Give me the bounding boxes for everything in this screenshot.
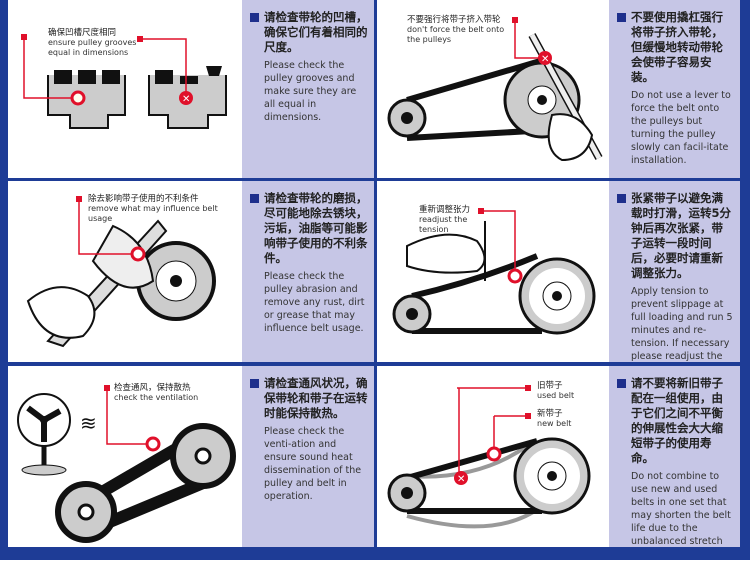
callout-en: don't force the belt onto the pulleys	[407, 25, 505, 44]
info-panel: 不要使用撬杠强行将带子挤入带轮，但缓慢地转动带轮会使带子容易安装。Do not …	[609, 0, 740, 178]
callout-en: check the ventilation	[114, 393, 199, 402]
lever-illustration: ✕	[387, 17, 603, 162]
info-panel: 请不要将新旧带子配在一组使用，由于它们之间不平衡的伸展性会大大缩短带子的使用寿命…	[609, 366, 740, 547]
hand-icon	[547, 113, 594, 162]
x-mark-icon: ✕	[541, 54, 549, 65]
callout-zh: 除去影响带子使用的不利条件	[88, 194, 199, 204]
ventilation-illustration: ≋	[17, 385, 236, 543]
x-mark-icon: ✕	[182, 94, 190, 105]
fan-icon	[17, 393, 71, 476]
callout-en: remove what may influence belt usage	[88, 204, 218, 223]
callout-zh: 不要强行将带子挤入带轮	[407, 15, 501, 25]
info-panel: 张紧带子以避免满载时打滑，运转5分钟后再次张紧，带子运转一段时间后，必要时请重新…	[609, 181, 740, 362]
callout-zh: 检查通风，保持散热	[114, 383, 191, 393]
text-zh: 请不要将新旧带子配在一组使用，由于它们之间不平衡的伸展性会大大缩短带子的使用寿命…	[617, 376, 734, 466]
airflow-icon: ≋	[80, 411, 97, 435]
groove-illustration: ✕	[21, 34, 227, 129]
text-en: Do not use a lever to force the belt ont…	[631, 90, 731, 166]
callout-zh: 新带子	[537, 409, 563, 419]
callout-en: readjust the tension	[419, 215, 468, 234]
info-panel: 请检查带轮的磨损，尽可能地除去锈块，污垢，油脂等可能影响带子使用的不利条件。Pl…	[242, 181, 374, 362]
x-mark-icon: ✕	[457, 474, 465, 485]
text-zh: 请检查通风状况，确保带轮和带子在运转时能保持散热。	[250, 376, 368, 421]
callout-zh: 旧带子	[537, 381, 563, 391]
text-zh: 张紧带子以避免满载时打滑，运转5分钟后再次张紧，带子运转一段时间后，必要时请重新…	[617, 191, 734, 281]
callout-zh: 重新调整张力	[419, 205, 471, 215]
text-en: Apply tension to prevent slippage at ful…	[631, 286, 733, 362]
text-en: Please check the pulley grooves and make…	[264, 60, 357, 123]
text-en: Please check the venti-ation and ensure …	[264, 426, 362, 502]
callout-zh: 确保凹槽尺度相同	[48, 28, 117, 38]
info-panel: 请检查带轮的凹槽，确保它们有着相同的尺度。 Please check the pu…	[242, 0, 374, 178]
abrasion-illustration	[26, 196, 216, 348]
tension-illustration	[392, 208, 596, 335]
info-panel: 请检查通风状况，确保带轮和带子在运转时能保持散热。 Please check th…	[242, 366, 374, 547]
belts-illustration: ✕	[387, 385, 591, 529]
text-zh: 不要使用撬杠强行将带子挤入带轮，但缓慢地转动带轮会使带子容易安装。	[617, 10, 734, 85]
hand-icon	[406, 233, 486, 274]
text-en: Please check the pulley abrasion and rem…	[264, 271, 365, 334]
callout-en: ensure pulley grooves equal in dimension…	[48, 38, 137, 57]
text-zh: 请检查带轮的凹槽，确保它们有着相同的尺度。	[250, 10, 368, 55]
text-zh: 请检查带轮的磨损，尽可能地除去锈块，污垢，油脂等可能影响带子使用的不利条件。	[250, 191, 368, 266]
callout-en: new belt	[537, 419, 572, 428]
hand-icon	[26, 286, 96, 339]
text-en: Do not combine to use new and used belts…	[631, 471, 731, 547]
callout-en: used belt	[537, 391, 575, 400]
